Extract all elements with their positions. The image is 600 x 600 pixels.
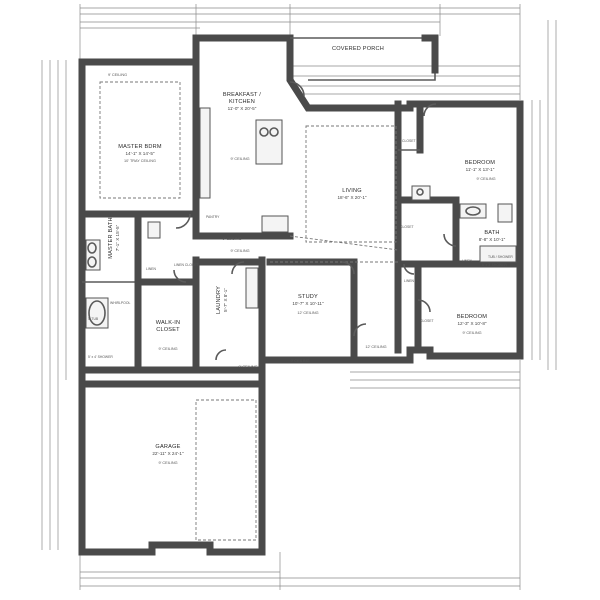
ceiling-label-b: 9' CEILING [238,365,257,369]
linen-label-3: LINEN [404,279,415,283]
room-labels: 9' CEILING MASTER BDRM 14'-1" X 14'-5" 1… [88,46,513,465]
garage-size: 22'-11" X 24'-1" [152,451,184,456]
master-bedroom-name: MASTER BDRM [118,144,162,150]
kitchen-name-line1: BREAKFAST / [223,92,261,98]
pantry-label: PANTRY [206,215,220,219]
walkin-ceiling-extra: 9' CEILING [230,249,249,253]
kitchen-ceiling: 9' CEILING [230,157,249,161]
dimension-lines [41,4,557,590]
master-bedroom-ceiling: 10' TRAY CEILING [124,159,156,163]
study-size: 10'-7" X 10'-11" [292,301,324,306]
closet-label-3: CLOSET [400,225,414,229]
whirlpool-label: WHIRLPOOL [110,301,130,305]
master-bath-size: 7'-1" X 15'-5" [115,224,120,251]
garage-name: GARAGE [155,444,180,450]
linen-closet-label: LINEN CLOSET [174,263,199,267]
garage-ceiling: 9' CEILING [158,461,177,465]
study-name: STUDY [298,294,318,300]
door-swings [173,81,457,361]
master-ceiling-label: 9' CEILING [108,73,127,77]
bedroom1-ceiling: 9' CEILING [476,177,495,181]
walkin-ceiling: 9' CEILING [158,347,177,351]
master-bedroom-size: 14'-1" X 14'-5" [125,151,154,156]
porch-name: COVERED PORCH [332,46,384,52]
bedroom2-ceiling: 9' CEILING [462,331,481,335]
tub-master-label: 5' TUB [88,317,99,321]
ceiling-label-c: 9' CEILING [290,359,309,363]
shower-label: 5' x 4' SHOWER [88,355,113,359]
kitchen-size: 11'-0" X 20'-5" [228,106,257,111]
walkin-name-line2: CLOSET [156,327,180,333]
dashed-features [99,81,399,541]
ceiling-label-a: 9' CEILING [222,237,241,241]
linen-label-2: LINEN [146,267,157,271]
master-bath-name: MASTER BATH [108,217,114,259]
fixtures [85,107,517,329]
shower2-label: 6' x 3' SHOWER [482,263,507,267]
walkin-name-line1: WALK-IN [156,320,181,326]
study-ceiling: 12' CEILING [297,311,318,315]
closet-label-1: CLOSET [402,139,416,143]
laundry-name: LAUNDRY [216,286,222,314]
bedroom2-name: BEDROOM [457,314,487,320]
tub-label: TUB / SHOWER [488,255,513,259]
interior-walls [78,58,524,388]
ceiling-label-d: 12' CEILING [365,345,386,349]
exterior-walls [78,34,524,556]
bedroom2-size: 12'-3" X 10'-8" [457,321,486,326]
closet-label-2: CLOSET [420,319,434,323]
living-size: 18'-6" X 20'-1" [337,195,366,200]
bath-size: 8'-8" X 10'-1" [479,237,506,242]
laundry-size: 5'-7" X 8'-1" [223,288,228,312]
bath-name: BATH [484,230,499,236]
linen-label-1: LINEN [462,259,473,263]
kitchen-name-line2: KITCHEN [229,99,255,105]
bedroom1-size: 11'-1" X 13'-1" [466,167,495,172]
bedroom1-name: BEDROOM [465,160,495,166]
living-name: LIVING [342,188,362,194]
